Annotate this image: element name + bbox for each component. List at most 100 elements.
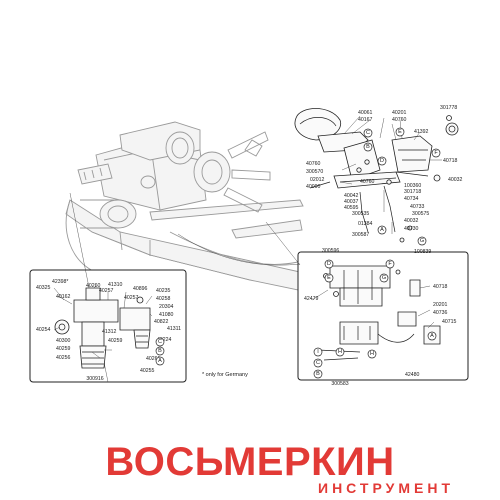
part-number-label: 40090 [306,184,321,190]
letter-label: D [380,158,384,164]
connection-letter: C [363,128,373,138]
part-number-label: 40257 [99,288,114,294]
letter-circle [379,273,389,283]
right-inset-number-2: 42480 [405,372,420,378]
machine-outline [65,121,304,291]
letter-label: G [382,275,386,281]
part-number-label: 40896 [133,286,148,292]
part-number-label: 40760 [392,117,407,123]
connection-letter: F [385,259,395,269]
part-number-label: 40235 [156,288,171,294]
part-number-label: 20304 [159,304,174,310]
part-number-label: 40718 [433,284,448,290]
part-number-label: 40258 [156,296,171,302]
connection-letter: A [377,225,387,235]
letter-label: B [316,371,320,377]
letter-circle [313,369,323,379]
part-number-label: 40730 [404,226,419,232]
letter-circle [313,347,323,357]
part-number-label: 02012 [310,177,325,183]
letter-label: B [366,144,370,150]
part-number-label: 40300 [56,338,71,344]
part-number-label: 40201 [392,110,407,116]
part-number-label: 41310 [108,282,123,288]
letter-circle [313,358,323,368]
letter-circle [324,259,334,269]
part-number-label: 20201 [433,302,448,308]
part-number-label: 100360 [404,183,421,189]
connection-letter: H [367,349,377,359]
part-number-label: 40718 [443,158,458,164]
part-number-label: 41311 [167,326,181,332]
connection-letter: F [431,148,441,158]
connection-letter: C [313,358,323,368]
letter-circle [377,225,387,235]
letter-label: B [158,348,162,354]
connection-letter: D [324,259,334,269]
connection-letter: G [379,273,389,283]
connection-letter: C [155,337,165,347]
letter-circle [385,259,395,269]
letter-label: E [398,129,402,135]
part-number-label: 300570 [306,169,323,175]
part-number-label: 40595 [344,205,359,211]
hose-line [177,233,301,266]
brand-logo-name: ВОСЬМЕРКИН [105,440,394,484]
part-number-label: 40259 [56,346,71,352]
part-number-label: 40256 [56,355,71,361]
part-number-label: 40224 [157,337,172,343]
part-number-label: 100839 [414,249,431,255]
part-number-label: 42398* [52,279,68,285]
part-number-label: 40261 [146,356,161,362]
letter-label: F [388,261,392,267]
part-number-label: 40042 [344,193,359,199]
part-number-label: 41312 [102,329,117,335]
connection-letter: B [155,346,165,356]
part-number-label: 40715 [442,319,457,325]
connection-letter: G [417,236,427,246]
part-number-label: 40032 [404,218,419,224]
letter-label: C [366,130,370,136]
left-inset [29,192,187,383]
letter-circle [427,331,437,341]
letter-label: F [434,150,438,156]
letter-circle [431,148,441,158]
letter-circle [155,346,165,356]
part-number-label: 40259 [108,338,123,344]
tool-head-assembly [294,108,459,243]
letter-label: A [380,227,384,233]
part-number-label: 40257 [124,295,139,301]
connection-letter: A [427,331,437,341]
left-inset-number: 300916 [86,376,103,382]
part-number-label: 40760 [360,179,375,185]
letter-circle [367,349,377,359]
part-number-label: 40733 [410,204,425,210]
right-inset [265,221,469,381]
part-number-label: 40254 [36,327,51,333]
part-number-label: 300596 [322,248,339,254]
letter-circle [395,127,405,137]
part-number-label: 300535 [352,211,369,217]
part-number-label: 40734 [404,196,419,202]
letter-label: H [338,349,342,355]
part-number-label: 40760 [306,161,321,167]
part-number-label: 40032 [448,177,463,183]
brand-logo-tagline: ИНСТРУМЕНТ [318,480,454,496]
connection-letter: D [377,156,387,166]
part-number-label: 40037 [344,199,359,205]
part-number-label: 40162 [56,294,71,300]
letter-label: C [158,339,162,345]
part-number-label: 301778 [440,105,457,111]
letter-circle [324,273,334,283]
part-number-label: 300575 [412,211,429,217]
letter-label: I [317,349,319,355]
part-number-label: 01384 [358,221,373,227]
part-number-label: 301718 [404,189,421,195]
part-number-label: 42479 [304,296,319,302]
letter-circle [155,356,165,366]
letter-circle [363,128,373,138]
part-number-label: 40167 [358,117,373,123]
